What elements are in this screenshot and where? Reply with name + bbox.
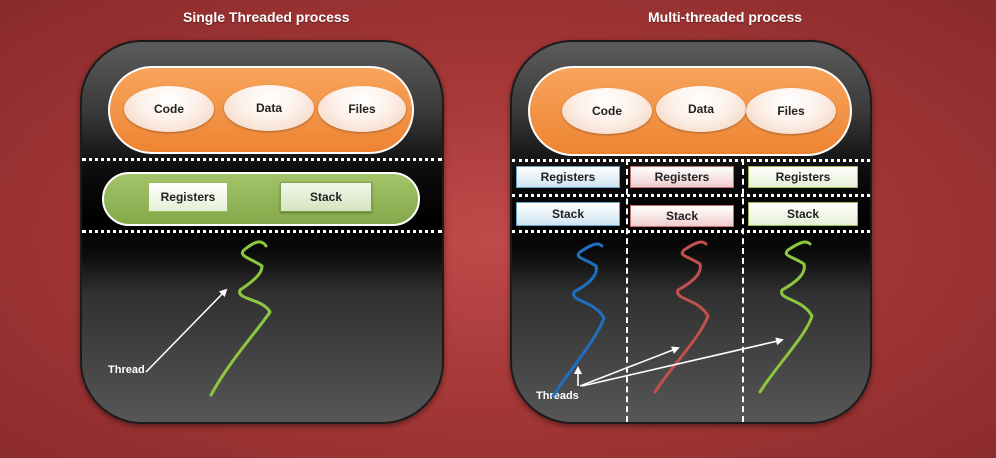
multi-thread-arrow-3 (581, 337, 784, 387)
multi-files-oval: Files (746, 88, 836, 134)
single-divider-bottom (82, 230, 442, 233)
multi-thread-squiggle-1 (551, 242, 606, 398)
single-divider-top (82, 158, 442, 161)
single-code-oval: Code (124, 86, 214, 132)
multi-resource-bar: Code Data Files (528, 66, 852, 156)
multi-registers-box-1: Registers (516, 166, 620, 188)
single-thread-title: Single Threaded process (183, 9, 350, 25)
multi-code-oval: Code (562, 88, 652, 134)
single-thread-label: Thread (108, 364, 145, 376)
multi-stack-box-3: Stack (748, 202, 858, 226)
single-thread-context: Registers Stack (102, 172, 420, 226)
single-thread-arrow (145, 288, 228, 373)
multi-thread-separator-2 (742, 159, 744, 422)
single-files-oval: Files (318, 86, 406, 132)
multi-stack-box-1: Stack (516, 202, 620, 226)
single-process-panel: Code Data Files Registers Stack (80, 40, 444, 424)
multi-registers-box-2: Registers (630, 166, 734, 188)
multi-thread-arrow-2 (579, 346, 680, 387)
multi-thread-squiggle-2 (653, 240, 710, 394)
multi-thread-separator-1 (626, 159, 628, 422)
multi-registers-box-3: Registers (748, 166, 858, 188)
single-stack-box: Stack (280, 182, 372, 212)
multi-data-oval: Data (656, 86, 746, 132)
single-thread-squiggle (209, 240, 272, 397)
single-data-oval: Data (224, 85, 314, 131)
multi-stack-box-2: Stack (630, 205, 734, 227)
multi-thread-title: Multi-threaded process (648, 9, 803, 25)
multi-divider-top (512, 159, 870, 162)
single-resource-bar: Code Data Files (108, 66, 414, 154)
multi-divider-bottom (512, 230, 870, 233)
single-registers-box: Registers (148, 182, 228, 212)
multi-thread-squiggle-3 (758, 240, 814, 394)
multi-threads-label: Threads (536, 390, 579, 402)
multi-divider-middle (512, 194, 870, 197)
multi-process-panel: Code Data Files Registers Registers Regi… (510, 40, 872, 424)
